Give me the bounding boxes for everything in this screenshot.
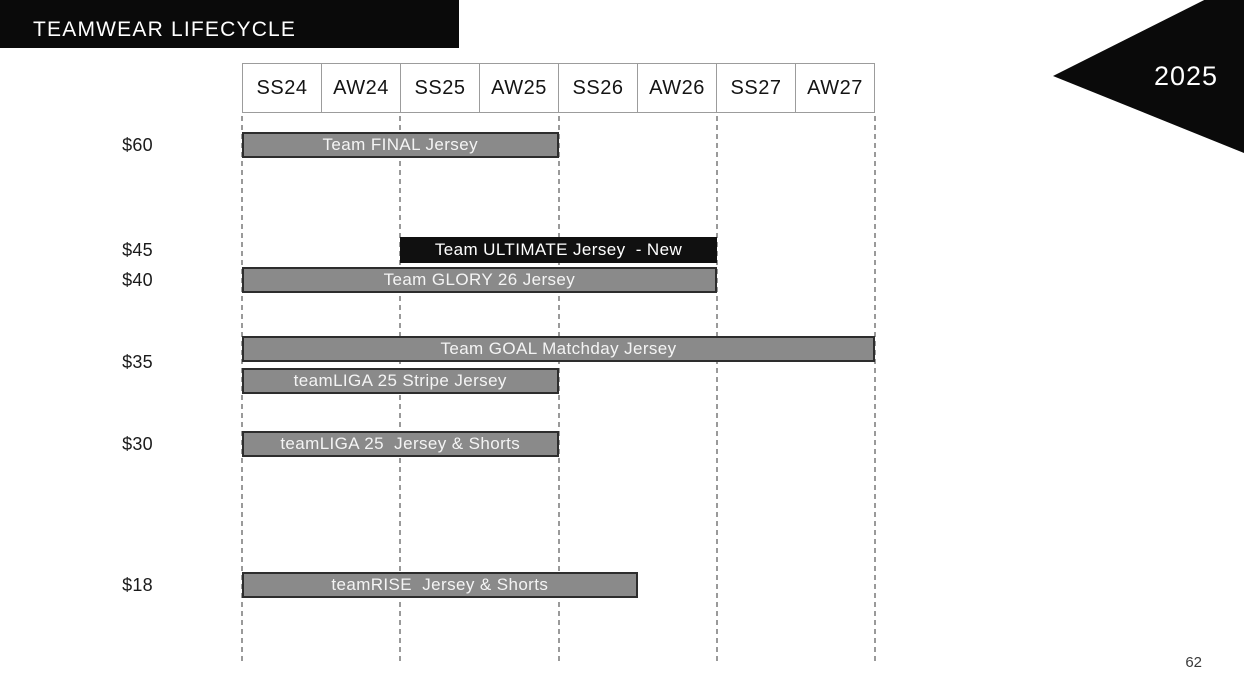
gantt-bar: Team ULTIMATE Jersey - New bbox=[400, 237, 717, 263]
dashed-gridline bbox=[874, 116, 876, 661]
gantt-bar: teamLIGA 25 Stripe Jersey bbox=[242, 368, 559, 394]
gantt-bar: Team GOAL Matchday Jersey bbox=[242, 336, 875, 362]
gantt-bar: Team FINAL Jersey bbox=[242, 132, 559, 158]
page-number: 62 bbox=[1185, 654, 1202, 671]
season-cell-ss24: SS24 bbox=[242, 63, 322, 113]
season-cell-aw24: AW24 bbox=[321, 63, 401, 113]
price-label: $35 bbox=[122, 351, 153, 372]
price-label: $45 bbox=[122, 239, 153, 260]
price-label: $60 bbox=[122, 134, 153, 155]
price-label: $18 bbox=[122, 574, 153, 595]
dashed-gridline bbox=[715, 116, 718, 661]
year-flag: 2025 bbox=[1053, 0, 1244, 153]
season-cell-aw27: AW27 bbox=[795, 63, 875, 113]
year-flag-arrow-icon bbox=[1053, 0, 1244, 153]
season-cell-aw25: AW25 bbox=[479, 63, 559, 113]
season-cell-ss27: SS27 bbox=[716, 63, 796, 113]
gantt-bar: teamLIGA 25 Jersey & Shorts bbox=[242, 431, 559, 457]
season-cell-ss25: SS25 bbox=[400, 63, 480, 113]
title-banner: TEAMWEAR LIFECYCLE bbox=[0, 0, 459, 48]
price-label: $30 bbox=[122, 433, 153, 454]
gantt-bar: Team GLORY 26 Jersey bbox=[242, 267, 717, 293]
year-flag-label: 2025 bbox=[1154, 61, 1218, 91]
season-cell-ss26: SS26 bbox=[558, 63, 638, 113]
slide-title: TEAMWEAR LIFECYCLE bbox=[33, 18, 297, 41]
season-cell-aw26: AW26 bbox=[637, 63, 717, 113]
price-label: $40 bbox=[122, 269, 153, 290]
dashed-gridline bbox=[557, 116, 560, 661]
gantt-bar: teamRISE Jersey & Shorts bbox=[242, 572, 638, 598]
